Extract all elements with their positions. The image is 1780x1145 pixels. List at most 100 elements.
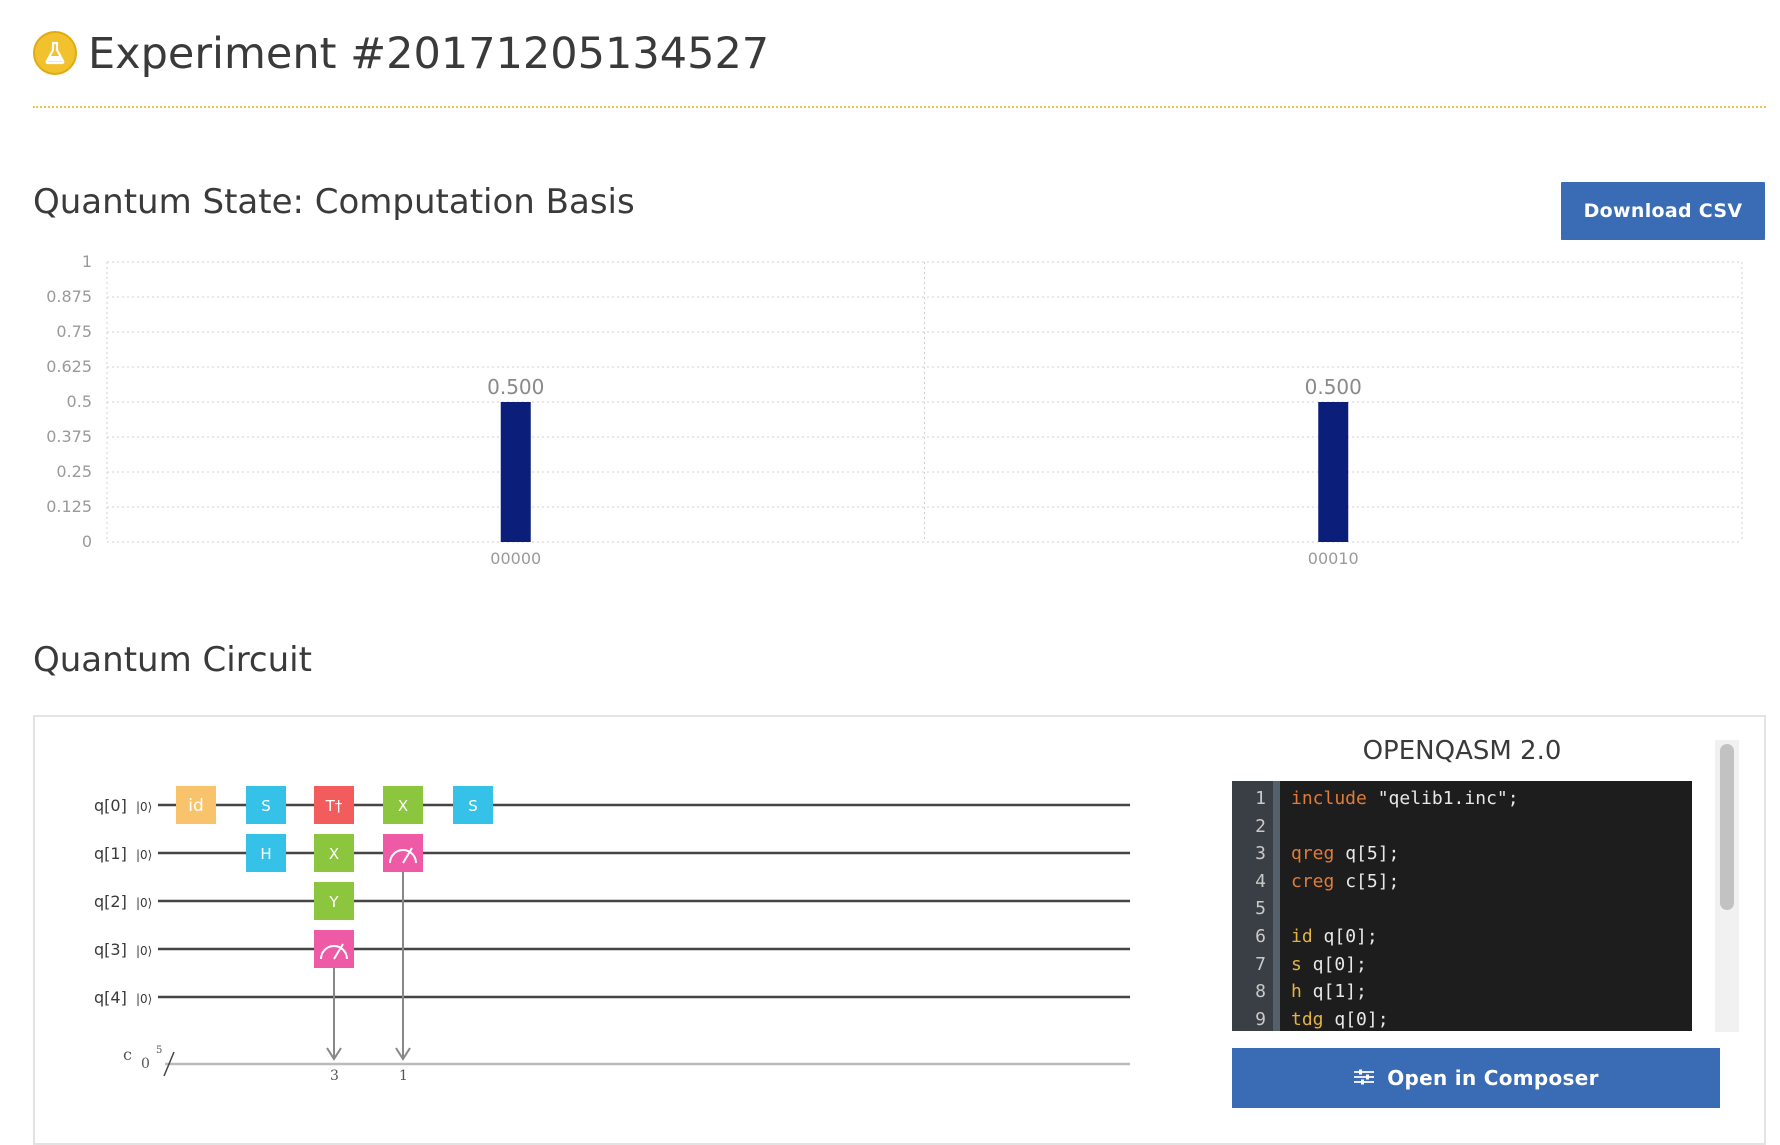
ket-q4: |0⟩ xyxy=(136,992,152,1006)
bar-value-label: 0.500 xyxy=(487,375,544,399)
flask-icon xyxy=(33,31,77,75)
circuit-section-title: Quantum Circuit xyxy=(33,640,312,680)
classical-slash xyxy=(163,1051,175,1077)
code-keyword: include xyxy=(1291,788,1367,809)
code-keyword: s xyxy=(1291,953,1302,975)
code-text: tdg q[0]; xyxy=(1291,1006,1389,1031)
line-number: 3 xyxy=(1255,843,1266,865)
line-number: 6 xyxy=(1255,926,1266,947)
y-tick-label: 0.875 xyxy=(46,287,92,306)
x-tick-label: 00010 xyxy=(1308,549,1359,568)
gate-x-q1[interactable]: X xyxy=(314,834,354,872)
meter-icon xyxy=(320,945,348,960)
qubit-wires xyxy=(158,803,1130,999)
gate-s-q0-2[interactable]: S xyxy=(453,786,493,824)
code-line: 6 id q[0]; xyxy=(1232,923,1692,951)
svg-text:X: X xyxy=(329,845,339,863)
code-keyword: id xyxy=(1291,926,1313,947)
gate-y-q2[interactable]: Y xyxy=(314,882,354,920)
gate-measure-q1[interactable] xyxy=(383,834,423,872)
svg-text:T†: T† xyxy=(325,797,343,815)
y-tick-label: 1 xyxy=(82,252,92,271)
y-tick-label: 0.625 xyxy=(46,357,92,376)
download-csv-button[interactable]: Download CSV xyxy=(1561,182,1765,240)
line-number: 7 xyxy=(1255,953,1266,975)
qasm-title: OPENQASM 2.0 xyxy=(1362,736,1562,766)
y-tick-label: 0.375 xyxy=(46,427,92,446)
gate-x-q0[interactable]: X xyxy=(383,786,423,824)
code-rest: q[1]; xyxy=(1301,981,1367,1003)
code-rest: q[0]; xyxy=(1312,926,1378,947)
chart-bars: 0.500 0.500 xyxy=(487,375,1362,542)
measure-target-3: 3 xyxy=(330,1068,339,1084)
ket-q1: |0⟩ xyxy=(136,848,152,862)
svg-text:S: S xyxy=(261,797,271,815)
svg-text:H: H xyxy=(260,845,271,863)
code-rest: q[0]; xyxy=(1323,1008,1389,1030)
bar-00000 xyxy=(500,402,531,542)
open-in-composer-button[interactable]: Open in Composer xyxy=(1232,1048,1720,1108)
code-rest: "qelib1.inc"; xyxy=(1366,788,1519,809)
qubit-label-q2: q[2] xyxy=(94,892,127,911)
code-line: 9 tdg q[0]; xyxy=(1232,1006,1692,1031)
line-number: 1 xyxy=(1255,788,1266,809)
classical-register-label: c xyxy=(123,1045,132,1064)
qubit-label-q0: q[0] xyxy=(94,796,127,815)
code-text: id q[0]; xyxy=(1291,923,1378,951)
code-rest: q[0]; xyxy=(1301,953,1367,975)
code-line: 1 include "qelib1.inc"; xyxy=(1232,785,1692,813)
ket-q0: |0⟩ xyxy=(136,800,152,814)
code-rest: c[5]; xyxy=(1334,870,1400,892)
code-line: 7 s q[0]; xyxy=(1232,951,1692,979)
code-text: h q[1]; xyxy=(1291,978,1367,1006)
editor-scroll-thumb[interactable] xyxy=(1720,744,1734,910)
y-tick-label: 0.5 xyxy=(67,392,92,411)
qubit-label-q4: q[4] xyxy=(94,988,127,1007)
classical-init: 0 xyxy=(141,1056,150,1072)
page-title: Experiment #20171205134527 xyxy=(88,29,770,79)
code-line: 5 xyxy=(1232,895,1692,923)
code-line: 8 h q[1]; xyxy=(1232,978,1692,1006)
svg-text:id: id xyxy=(188,796,204,816)
y-tick-label: 0.75 xyxy=(56,322,92,341)
chart-grid xyxy=(106,261,1743,543)
gate-s-q0[interactable]: S xyxy=(246,786,286,824)
line-number: 9 xyxy=(1255,1008,1266,1030)
svg-text:Y: Y xyxy=(328,893,339,911)
measure-target-1: 1 xyxy=(399,1068,408,1084)
code-line: 3 qreg q[5]; xyxy=(1232,840,1692,868)
sliders-icon xyxy=(1353,1066,1375,1090)
code-rest: q[5]; xyxy=(1334,843,1400,865)
code-text: creg c[5]; xyxy=(1291,868,1399,896)
code-text: s q[0]; xyxy=(1291,951,1367,979)
line-number: 8 xyxy=(1255,981,1266,1003)
code-keyword: tdg xyxy=(1291,1008,1324,1030)
code-keyword: h xyxy=(1291,981,1302,1003)
state-section-title: Quantum State: Computation Basis xyxy=(33,182,635,222)
gate-id-q0[interactable]: id xyxy=(176,786,216,824)
svg-text:X: X xyxy=(398,797,408,815)
header-divider xyxy=(33,106,1766,108)
code-line: 2 xyxy=(1232,813,1692,841)
measure-arrow-q3 xyxy=(326,1047,342,1061)
qubit-label-q1: q[1] xyxy=(94,844,127,863)
gate-h-q1[interactable]: H xyxy=(246,834,286,872)
gate-measure-q3[interactable] xyxy=(314,930,354,968)
ket-q2: |0⟩ xyxy=(136,896,152,910)
gate-tdg-q0[interactable]: T† xyxy=(314,786,354,824)
line-number: 5 xyxy=(1255,898,1266,920)
bar-value-label: 0.500 xyxy=(1305,375,1362,399)
code-keyword: qreg xyxy=(1291,843,1335,865)
circuit-diagram: q[0] q[1] q[2] q[3] q[4] |0⟩ |0⟩ |0⟩ |0⟩… xyxy=(94,786,1130,1084)
classical-width: 5 xyxy=(156,1045,162,1056)
meter-icon xyxy=(389,849,417,864)
svg-text:S: S xyxy=(468,797,478,815)
open-in-composer-label: Open in Composer xyxy=(1387,1066,1599,1090)
bar-00010 xyxy=(1318,402,1349,542)
line-number: 2 xyxy=(1255,815,1266,837)
